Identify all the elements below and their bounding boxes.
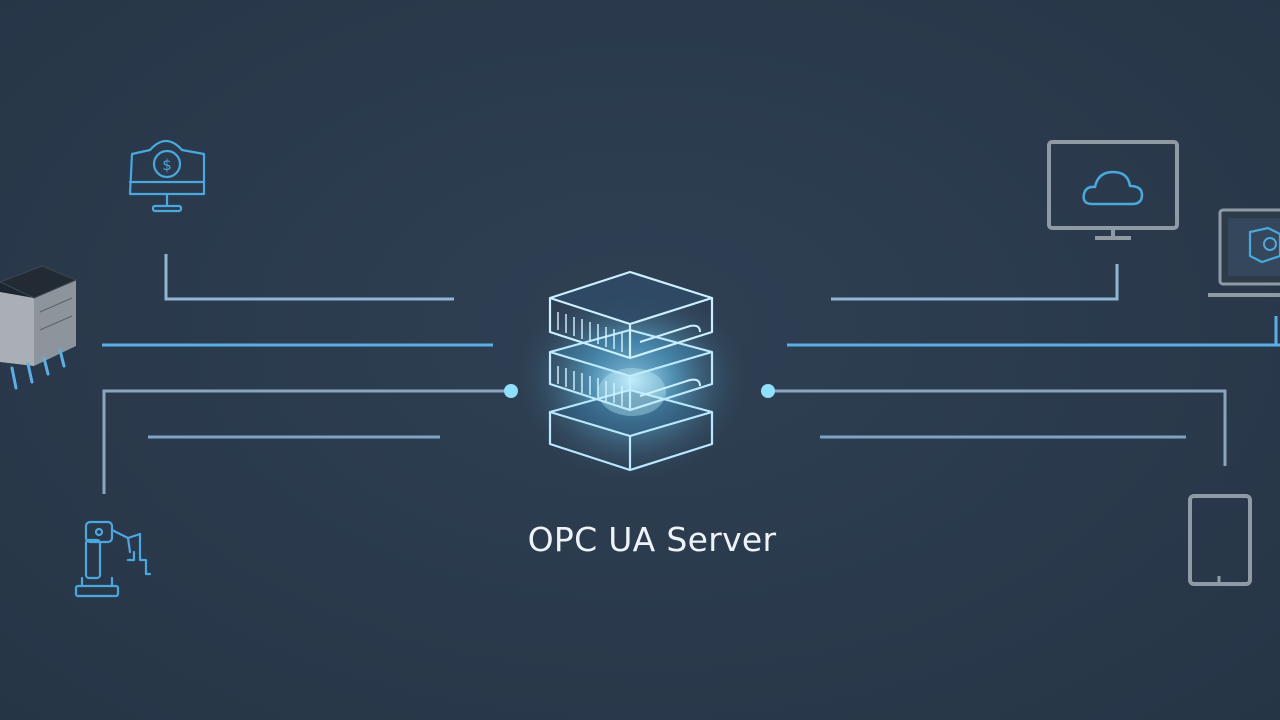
connector-right-top	[831, 264, 1119, 301]
connector-left-middle	[102, 389, 509, 494]
tablet-icon	[1188, 494, 1252, 586]
server-label: OPC UA Server	[527, 520, 777, 559]
svg-text:$: $	[162, 156, 172, 174]
server-stack-icon	[512, 270, 752, 485]
cloud-monitor-icon	[1047, 140, 1179, 240]
robot-arm-icon	[74, 520, 152, 598]
laptop-icon	[1208, 208, 1280, 297]
connector-node-right	[761, 384, 775, 398]
connector-right-middle	[770, 389, 1227, 466]
industrial-controller-icon	[0, 265, 78, 390]
connector-left-top	[164, 254, 454, 301]
payment-monitor-icon: $	[128, 139, 206, 213]
